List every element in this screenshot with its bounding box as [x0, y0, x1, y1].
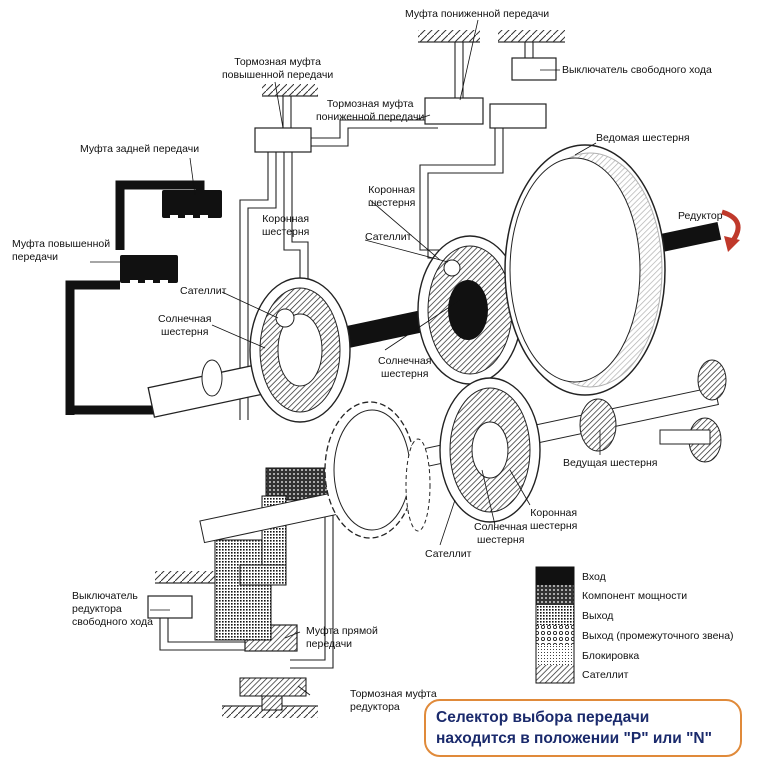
legend-label-output: Выход — [582, 610, 614, 622]
label-direct-clutch: Муфта прямой передачи — [306, 625, 378, 650]
legend-label-satellite: Сателлит — [582, 669, 629, 681]
legend-swatches — [535, 566, 575, 684]
selector-status-box: Селектор выбора передачи находится в пол… — [424, 699, 742, 757]
label-brake-clutch-high: Тормозная муфта повышенной передачи — [222, 56, 334, 81]
legend-label-input: Вход — [582, 571, 606, 583]
label-high-gear-clutch: Муфта повышенной передачи — [12, 238, 111, 263]
label-satellite-left: Сателлит — [180, 285, 227, 297]
label-ring-gear-left: Коронная шестерня — [262, 213, 310, 238]
legend-swatch-power — [536, 585, 574, 605]
input-black-path — [65, 180, 222, 415]
label-brake-clutch-low: Тормозная муфта пониженной передачи — [316, 98, 425, 123]
label-low-gear-clutch: Муфта пониженной передачи — [405, 8, 550, 20]
legend-swatch-lock — [536, 645, 574, 665]
planetary-set-left — [249, 277, 351, 423]
legend-swatch-output — [536, 605, 574, 625]
planetary-set-bottom — [439, 377, 541, 523]
label-reducer: Редуктор — [678, 210, 723, 222]
legend-swatch-input — [536, 567, 574, 585]
drive-gear — [579, 359, 727, 463]
driven-gear — [504, 144, 666, 396]
status-line-1: Селектор выбора передачи — [436, 709, 650, 726]
legend-label-power: Компонент мощности — [582, 590, 688, 602]
clutch-blocks — [147, 57, 557, 652]
label-driven-gear: Ведомая шестерня — [596, 132, 690, 144]
label-freewheel-switch: Выключатель свободного хода — [562, 64, 712, 76]
reducer-arrow — [721, 209, 741, 252]
label-reducer-freewheel-switch: Выключатель редуктора свободного хода — [72, 590, 154, 628]
label-sun-gear-bottom: Солнечная шестерня — [474, 521, 528, 546]
label-satellite-bottom: Сателлит — [425, 548, 472, 560]
leader-lines — [90, 19, 601, 696]
label-satellite-mid: Сателлит — [365, 231, 412, 243]
label-sun-gear-mid: Солнечная шестерня — [378, 355, 432, 380]
label-ring-gear-mid: Коронная шестерня — [368, 184, 416, 209]
legend-label-lock: Блокировка — [582, 650, 640, 662]
legend-swatch-satellite — [536, 665, 574, 683]
label-reducer-brake-clutch: Тормозная муфта редуктора — [350, 688, 437, 713]
label-reverse-clutch: Муфта задней передачи — [80, 143, 200, 155]
legend-swatch-intermediate — [536, 625, 574, 645]
label-ring-gear-bottom: Коронная шестерня — [530, 507, 578, 532]
planetary-set-mid — [417, 235, 523, 385]
reducer-brake-clutch-block — [239, 677, 307, 711]
label-sun-gear-left: Солнечная шестерня — [158, 313, 212, 338]
legend-label-intermediate: Выход (промежуточного звена) — [582, 630, 734, 642]
label-drive-gear: Ведущая шестерня — [563, 457, 658, 469]
spur-gear — [324, 401, 431, 539]
status-line-2: находится в положении "P" или "N" — [436, 730, 712, 747]
